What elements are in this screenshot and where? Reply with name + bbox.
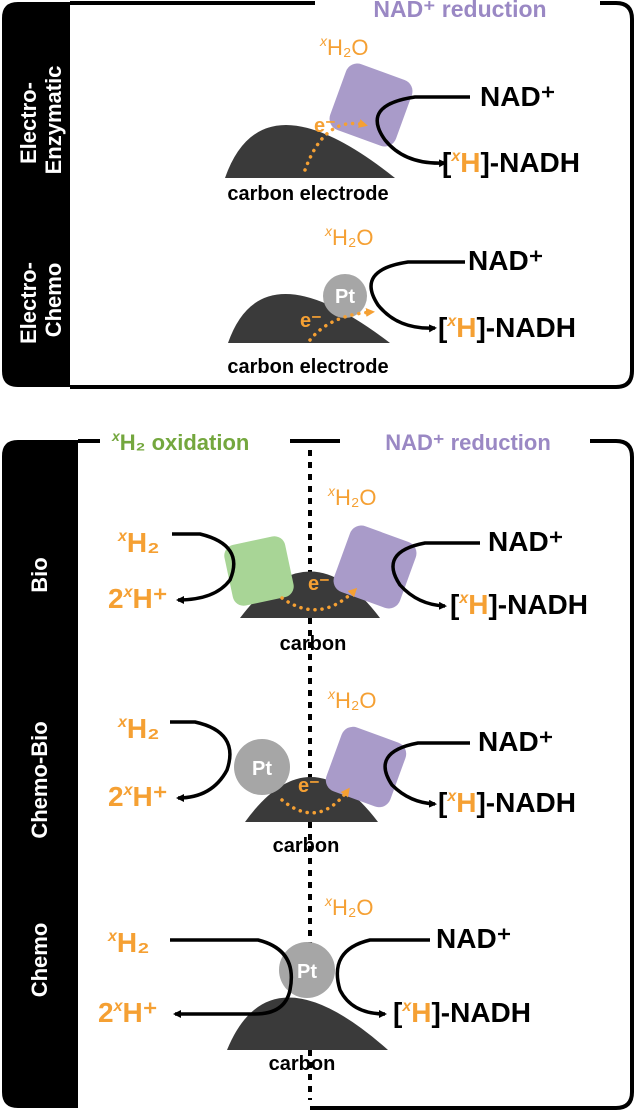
enzyme-purple-icon — [329, 63, 413, 147]
header-h2-oxidation: xH₂ oxidation — [111, 428, 249, 455]
nadh-product-label: [xH]-NADH — [438, 312, 576, 343]
water-label: xH₂O — [327, 686, 377, 713]
electron-label: e⁻ — [300, 310, 322, 332]
electrode-label: carbon electrode — [227, 356, 388, 378]
support-label: carbon — [280, 633, 347, 655]
reduction-arrow — [391, 541, 480, 610]
nad-plus-label: NAD⁺ — [468, 245, 543, 276]
electron-path — [280, 587, 358, 612]
header-nad-reduction: NAD⁺ reduction — [385, 430, 551, 455]
pt-catalyst-icon — [323, 274, 367, 318]
oxidation-arrow — [172, 532, 236, 604]
side-label-bio: Bio — [27, 557, 52, 592]
h2-label: xH₂ — [117, 527, 160, 558]
top-side-bar — [2, 2, 70, 387]
water-label: xH₂O — [319, 33, 369, 60]
nadh-product-label: [xH]-NADH — [442, 147, 580, 178]
electrode-label: carbon electrode — [227, 183, 388, 205]
reduction-arrow — [383, 741, 470, 808]
oxidation-arrow — [170, 938, 293, 1018]
nadh-product-label: [xH]-NADH — [393, 997, 531, 1028]
side-label-chemo: Chemo — [27, 923, 52, 998]
support-label: carbon — [273, 835, 340, 857]
oxidation-arrow — [170, 720, 232, 802]
electron-label: e⁻ — [298, 775, 320, 797]
proton-label: 2xH⁺ — [108, 781, 167, 812]
top-panel-frame — [70, 1, 634, 389]
nadh-product-label: [xH]-NADH — [450, 589, 588, 620]
carbon-electrode — [228, 294, 390, 343]
carbon-electrode — [225, 125, 395, 178]
bottom-side-bar — [2, 440, 78, 1108]
water-label: xH₂O — [324, 223, 374, 250]
support-label: carbon — [269, 1053, 336, 1075]
pt-label: Pt — [335, 286, 355, 308]
chemo-row: Pt xH₂ 2xH⁺ xH₂O NAD⁺ [xH]-NADH carbon — [98, 893, 531, 1075]
bottom-panel-frame — [78, 439, 634, 1110]
side-label-electro-enzymatic: Electro- Enzymatic — [16, 66, 66, 175]
h2-label: xH₂ — [107, 927, 150, 958]
nadh-product-label: [xH]-NADH — [438, 787, 576, 818]
reaction-arrow — [375, 95, 470, 168]
enzyme-purple-icon — [333, 525, 417, 609]
proton-label: 2xH⁺ — [108, 583, 167, 614]
pt-catalyst-icon — [279, 942, 335, 998]
bottom-panel: xH₂ oxidation NAD⁺ reduction Bio Chemo-B… — [2, 428, 634, 1110]
nad-plus-label: NAD⁺ — [480, 81, 555, 112]
pt-label: Pt — [252, 758, 272, 780]
pt-label: Pt — [297, 961, 317, 983]
electron-path — [280, 787, 350, 815]
electro-enzymatic-row: e⁻ xH₂O NAD⁺ [xH]-NADH carbon electrode — [225, 33, 580, 205]
h2-label: xH₂ — [117, 713, 160, 744]
side-label-chemo-bio: Chemo-Bio — [27, 721, 52, 838]
side-label-electro-chemo: Electro- Chemo — [16, 256, 66, 344]
nad-plus-label: NAD⁺ — [478, 726, 553, 757]
nad-plus-label: NAD⁺ — [436, 923, 511, 954]
nad-plus-label: NAD⁺ — [488, 526, 563, 557]
reduction-arrow — [335, 938, 430, 1018]
water-label: xH₂O — [327, 483, 377, 510]
top-panel: NAD⁺ reduction Electro- Enzymatic Electr… — [2, 0, 634, 389]
water-label: xH₂O — [324, 893, 374, 920]
proton-label: 2xH⁺ — [98, 997, 157, 1028]
chemo-bio-row: Pt e⁻ xH₂ 2xH⁺ xH₂O NAD⁺ [xH]-NADH carbo… — [108, 686, 576, 857]
pt-catalyst-icon — [234, 739, 290, 795]
electro-chemo-row: Pt e⁻ xH₂O NAD⁺ [xH]-NADH carbon electro… — [227, 223, 576, 378]
enzyme-green-icon — [224, 536, 294, 606]
electron-path — [308, 307, 375, 342]
reaction-arrow — [369, 260, 465, 333]
bio-row: e⁻ xH₂ 2xH⁺ xH₂O NAD⁺ [xH]-NADH carbon — [108, 483, 588, 655]
top-header-label: NAD⁺ reduction — [373, 0, 546, 22]
electron-label: e⁻ — [314, 115, 336, 137]
enzyme-purple-icon — [325, 726, 407, 808]
electron-label: e⁻ — [308, 573, 330, 595]
carbon-support — [227, 997, 388, 1050]
